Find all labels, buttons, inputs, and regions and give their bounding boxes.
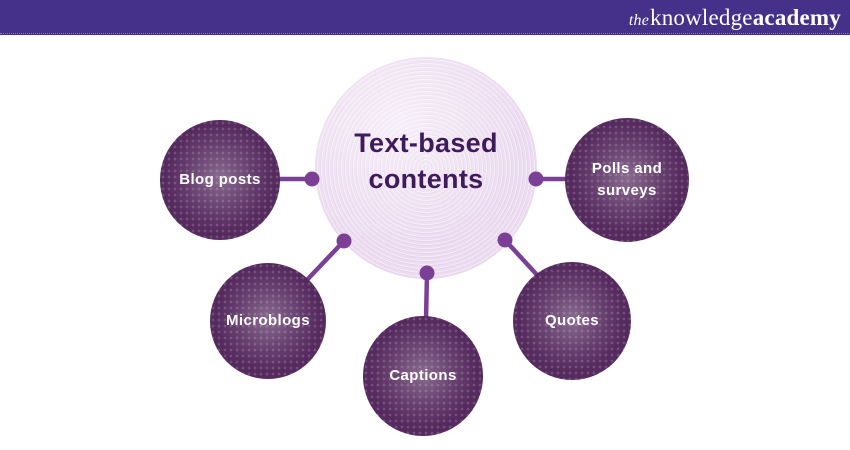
center-node-label: Text-based contents <box>354 127 498 194</box>
node-polls-and-surveys: Polls and surveys <box>565 118 689 242</box>
node-label-quotes: Quotes <box>544 312 600 330</box>
node-label-microblogs: Microblogs <box>225 312 310 330</box>
node-microblogs: Microblogs <box>210 263 326 379</box>
logo-text-knowledge: knowledge <box>650 5 753 30</box>
header-bar: the knowledge academy <box>0 0 850 35</box>
node-label-captions: Captions <box>389 367 457 385</box>
connector-line-captions <box>423 270 430 323</box>
node-captions: Captions <box>363 316 483 436</box>
center-node-text-based-contents: Text-based contents <box>315 57 537 279</box>
node-label-polls-and-surveys: Polls and surveys <box>591 160 663 199</box>
connector-line-quotes <box>502 237 541 279</box>
connector-line-microblogs <box>302 238 347 285</box>
node-quotes: Quotes <box>513 262 631 380</box>
logo-text-the: the <box>628 12 649 29</box>
knowledge-academy-logo: the knowledge academy <box>629 6 841 29</box>
node-label-blog-posts: Blog posts <box>179 171 261 189</box>
logo-text-academy: academy <box>752 5 841 30</box>
node-blog-posts: Blog posts <box>160 120 280 240</box>
